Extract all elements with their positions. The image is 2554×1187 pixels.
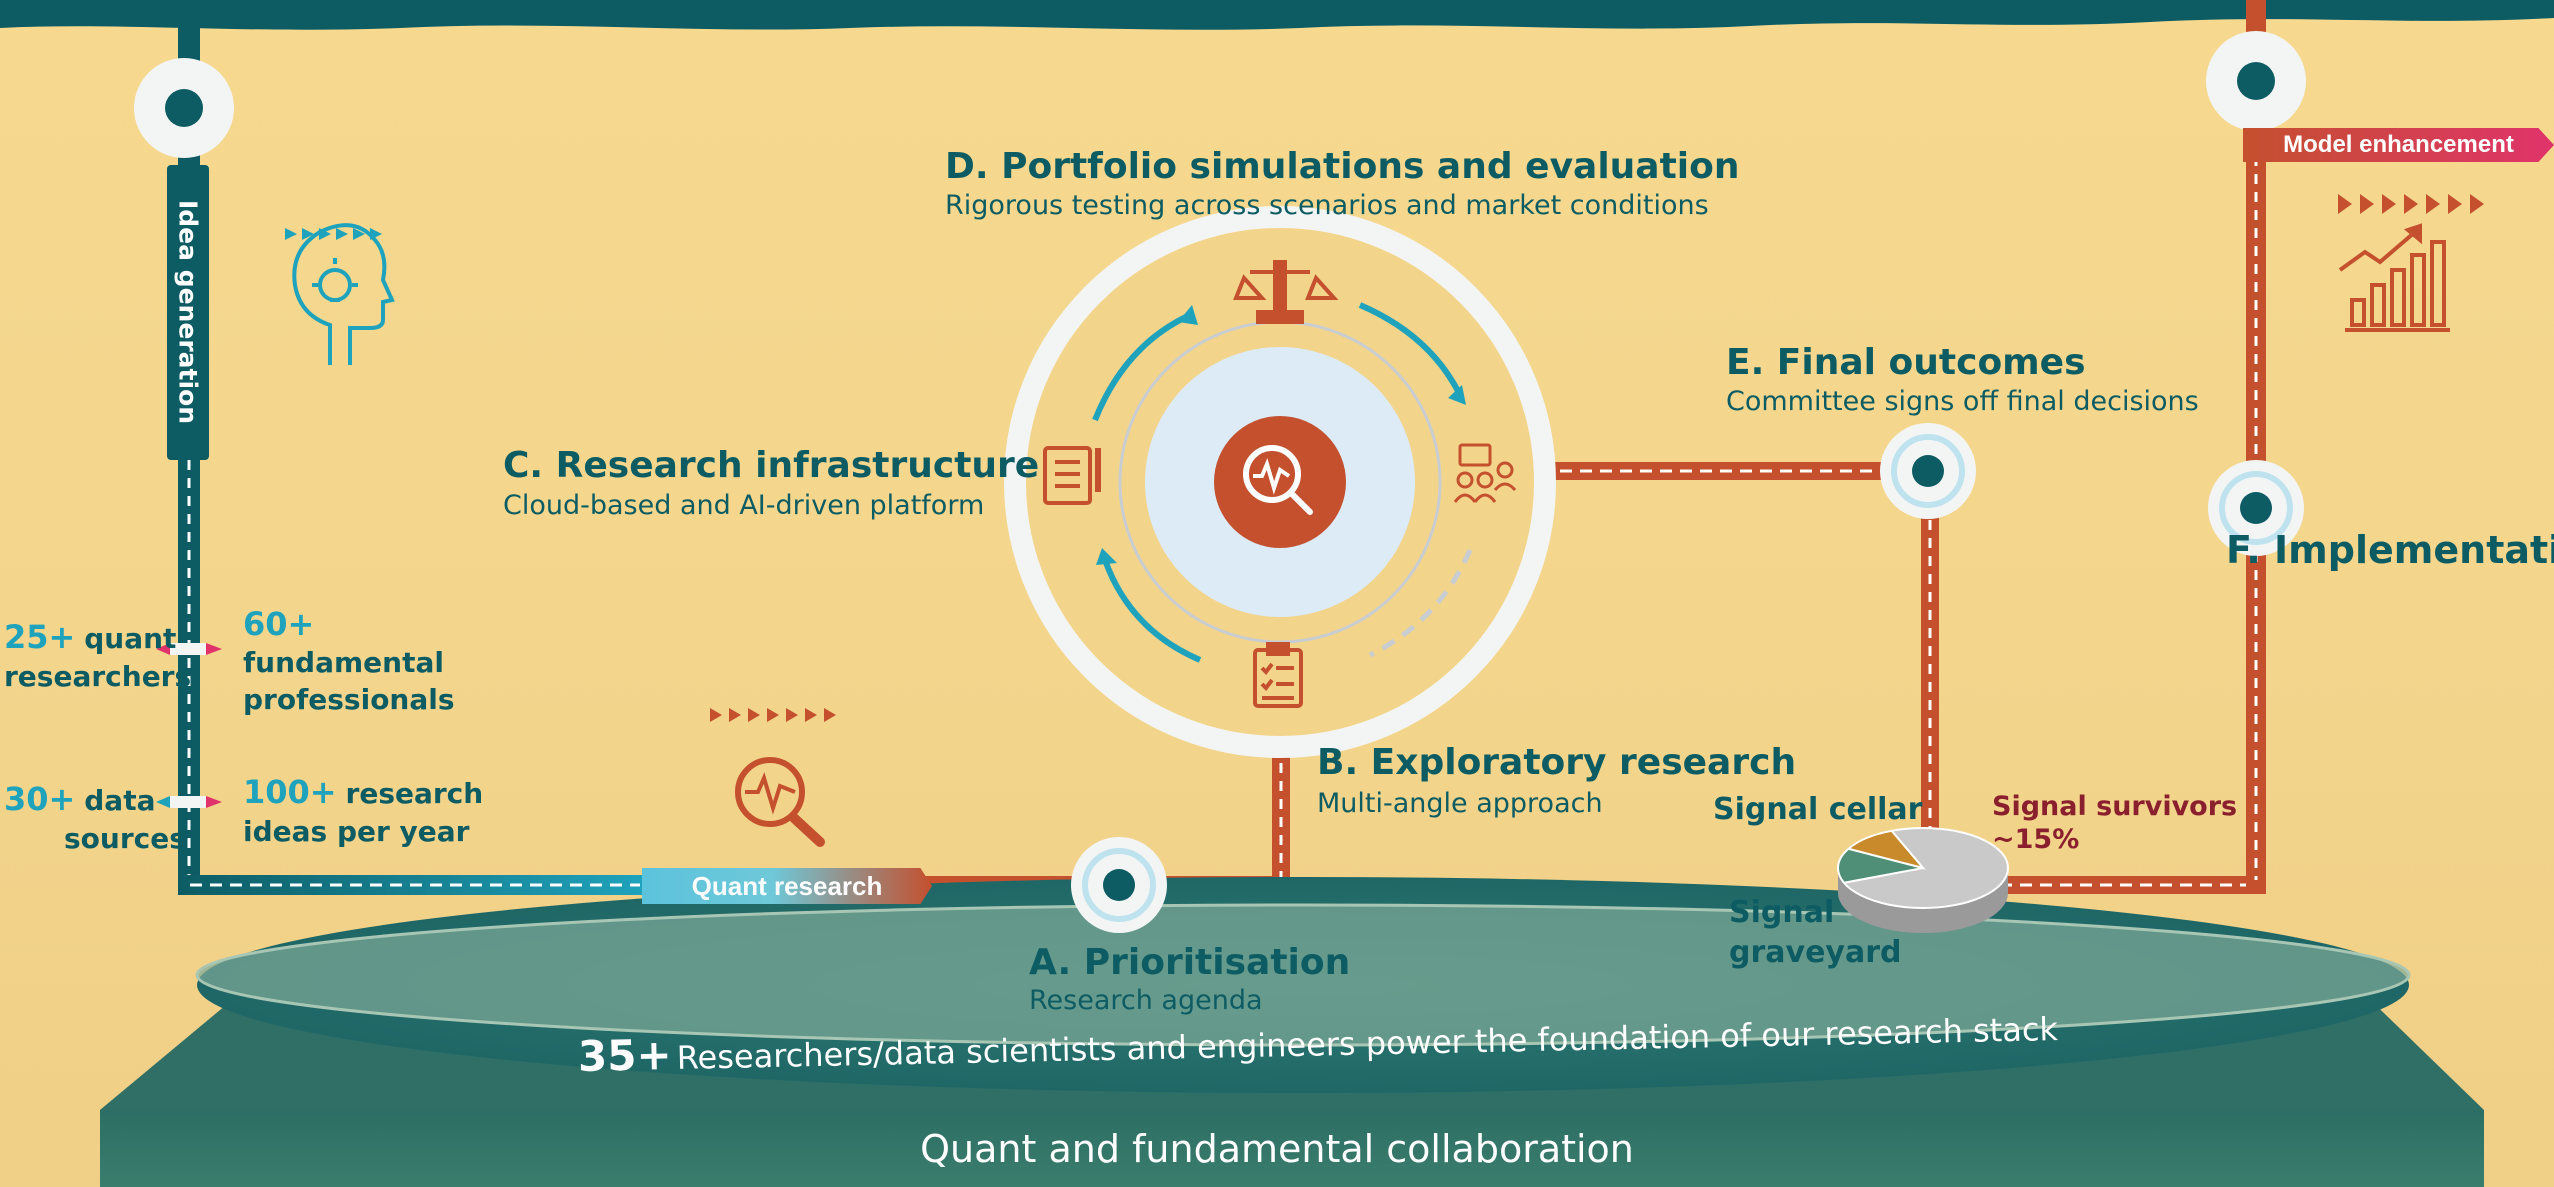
node-idea: [134, 58, 234, 158]
signal-survivors-line2: ~15%: [1992, 824, 2080, 855]
stat-fundamental: 60+ fundamental professionals: [243, 606, 455, 718]
lightbulb-head-icon: [292, 223, 395, 365]
stat-quant-line2: researchers: [4, 660, 192, 693]
stat-quant-line1: quant: [84, 622, 177, 655]
scales-icon: [1233, 260, 1339, 324]
stat-ideas-line2: ideas per year: [243, 815, 470, 848]
node-f: [2208, 460, 2304, 556]
team-icon: [1453, 443, 1517, 503]
stage-c-title: C. Research infrastructure: [503, 445, 1040, 486]
quant-research-tag: Quant research: [642, 868, 932, 904]
stage-f-title: F. Implementation: [2226, 528, 2554, 572]
stage-b-title: B. Exploratory research: [1317, 742, 1797, 783]
stat-fund-line2: professionals: [243, 683, 455, 716]
chevrons-right: [2338, 194, 2484, 214]
signal-graveyard-line1: Signal: [1729, 895, 1835, 930]
node-e: [1880, 423, 1976, 519]
signal-survivors: Signal survivors ~15%: [1992, 790, 2237, 856]
node-a: [1071, 837, 1167, 933]
stat-ideas-number: 100+: [243, 773, 337, 811]
stage-e-title: E. Final outcomes: [1726, 342, 2086, 383]
stat-ideas: 100+ research ideas per year: [243, 773, 483, 851]
pie-slice-signal-graveyard: [1842, 827, 2009, 909]
node-model: [2206, 31, 2306, 131]
stage-d-title: D. Portfolio simulations and evaluation: [945, 146, 1740, 187]
center-red-circle: [1214, 416, 1346, 548]
stat-ideas-line1: research: [345, 777, 484, 810]
foundation-number: 35+: [577, 1030, 673, 1081]
stat-data-line2: sources: [64, 822, 186, 855]
model-enhancement-label: Model enhancement: [2283, 131, 2514, 158]
stat-data-number: 30+: [4, 780, 76, 818]
stat-data: 30+ data sources: [4, 780, 186, 858]
document-pen-icon: [1043, 446, 1101, 505]
stage-e-subtitle: Committee signs off final decisions: [1726, 386, 2199, 417]
idea-generation-label: Idea generation: [173, 199, 203, 425]
stat-ticks: [156, 643, 222, 808]
stage-c-subtitle: Cloud-based and AI-driven platform: [503, 490, 985, 521]
stage-a-title: A. Prioritisation: [1029, 942, 1351, 983]
stat-data-line1: data: [84, 784, 156, 817]
top-banner: [0, 0, 2554, 30]
center-magnifier-icon: [1243, 445, 1313, 515]
foundation-base-label: Quant and fundamental collaboration: [920, 1127, 1634, 1171]
stage-a-subtitle: Research agenda: [1029, 985, 1263, 1016]
magnifier-pulse-icon: [735, 757, 825, 847]
pie-slice-signal-cellar: [1837, 847, 1924, 884]
stat-quant: 25+ quant researchers: [4, 618, 191, 696]
stage-b-subtitle: Multi-angle approach: [1317, 788, 1603, 819]
chevrons-top-left: [285, 228, 382, 240]
signal-pie: [1837, 827, 2009, 933]
growth-chart-icon: [2338, 223, 2450, 332]
chevrons-mid: [710, 708, 836, 722]
foundation-base: [100, 1110, 2484, 1187]
signal-survivors-line1: Signal survivors: [1992, 791, 2238, 822]
signal-graveyard-line2: graveyard: [1729, 935, 1902, 970]
idea-generation-tag: Idea generation: [167, 165, 209, 460]
stat-fund-number: 60+: [243, 605, 315, 643]
clipboard-checklist-icon: [1253, 642, 1303, 708]
pie-slice-signal-survivors: [1846, 829, 1926, 870]
stat-fund-line1: fundamental: [243, 646, 444, 679]
signal-cellar-label: Signal cellar: [1713, 792, 1923, 827]
signal-graveyard: Signal graveyard: [1729, 893, 1902, 973]
stat-quant-number: 25+: [4, 618, 76, 656]
model-enhancement-tag: Model enhancement: [2243, 128, 2554, 162]
quant-research-label: Quant research: [691, 870, 883, 901]
stage-d-subtitle: Rigorous testing across scenarios and ma…: [945, 190, 1709, 221]
